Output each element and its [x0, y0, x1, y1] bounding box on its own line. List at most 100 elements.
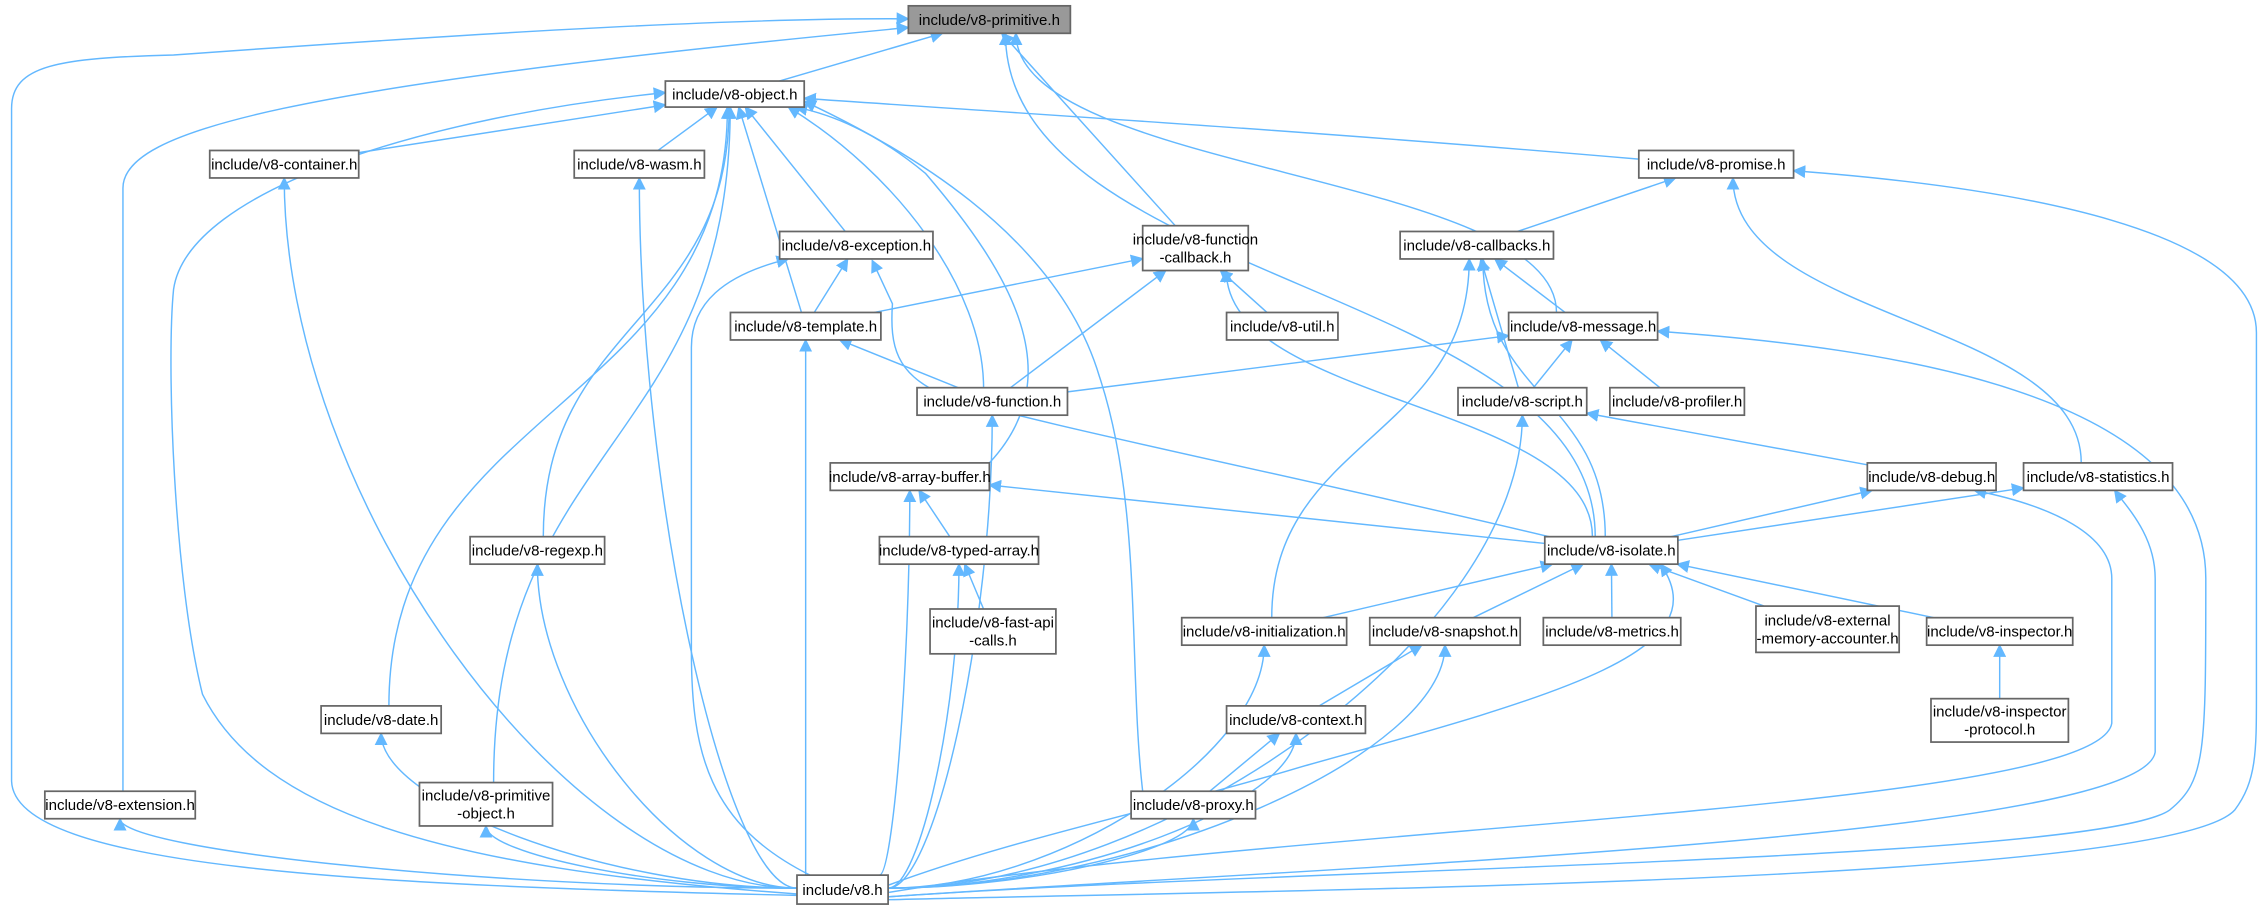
node-v8-date[interactable]: include/v8-date.h — [320, 705, 443, 735]
edge-v8-container-to-v8-object — [358, 100, 667, 154]
node-label: include/v8-function — [1133, 231, 1258, 248]
node-v8-typed-array[interactable]: include/v8-typed-array.h — [878, 535, 1040, 566]
edge-v8-debug-to-v8-script — [1585, 408, 1868, 466]
node-label: include/v8-promise.h — [1647, 156, 1786, 173]
node-box — [1180, 616, 1348, 647]
node-label: include/v8-message.h — [1510, 318, 1656, 335]
node-box — [796, 874, 889, 905]
node-box — [778, 230, 934, 260]
node-label: include/v8-context.h — [1229, 712, 1363, 729]
edge-v8-to-v8-statistics — [888, 489, 2156, 898]
edge-v8-isolate-to-v8-debug — [1670, 486, 1874, 538]
node-v8-callbacks[interactable]: include/v8-callbacks.h — [1399, 230, 1555, 260]
node-v8-isolate[interactable]: include/v8-isolate.h — [1543, 535, 1679, 566]
node-label: include/v8-fast-api — [932, 615, 1054, 632]
node-v8-primitive[interactable]: include/v8-primitive.h — [907, 4, 1072, 35]
node-v8-container[interactable]: include/v8-container.h — [208, 149, 360, 179]
edge-v8-function-to-v8-template — [838, 338, 959, 389]
edges — [10, 12, 2258, 901]
node-v8-util[interactable]: include/v8-util.h — [1225, 311, 1339, 341]
node-box — [1368, 616, 1522, 647]
node-box — [1507, 311, 1659, 341]
node-label: include/v8-proxy.h — [1133, 797, 1254, 814]
node-box — [1609, 386, 1746, 417]
node-box — [320, 705, 443, 735]
edge-v8-to-v8-extension — [113, 817, 797, 889]
node-box — [469, 535, 606, 566]
node-v8-inspector[interactable]: include/v8-inspector.h — [1925, 616, 2074, 647]
edge-v8-to-v8-container — [277, 176, 797, 889]
node-v8-debug[interactable]: include/v8-debug.h — [1866, 462, 1997, 492]
edge-v8-template-to-v8-function-callback — [874, 254, 1144, 314]
node-v8-function-callback[interactable]: include/v8-function-callback.h — [1133, 224, 1258, 272]
node-box — [1637, 149, 1795, 179]
edge-v8-typed-array-to-v8-array-buffer — [918, 489, 951, 538]
node-box — [1225, 311, 1339, 341]
node-v8[interactable]: include/v8.h — [796, 874, 889, 905]
node-v8-regexp[interactable]: include/v8-regexp.h — [469, 535, 606, 566]
node-box — [1399, 230, 1555, 260]
edge-v8-promise-to-v8-object — [802, 92, 1639, 160]
node-v8-inspector-protocol[interactable]: include/v8-inspector-protocol.h — [1930, 697, 2070, 743]
node-box — [1130, 790, 1257, 820]
node-label: include/v8-metrics.h — [1545, 624, 1679, 641]
edge-v8-initialization-to-v8-callbacks — [1271, 257, 1476, 618]
node-v8-profiler[interactable]: include/v8-profiler.h — [1609, 386, 1746, 417]
node-v8-object[interactable]: include/v8-object.h — [664, 80, 806, 108]
edge-v8-proxy-to-v8-object — [803, 100, 1144, 792]
node-v8-template[interactable]: include/v8-template.h — [729, 311, 882, 341]
edge-v8-to-v8-initialization — [888, 643, 1271, 889]
node-label: include/v8-wasm.h — [577, 156, 701, 173]
node-label: include/v8-callbacks.h — [1403, 237, 1550, 254]
node-box — [829, 462, 991, 492]
node-label: include/v8-typed-array.h — [879, 543, 1039, 560]
node-v8-proxy[interactable]: include/v8-proxy.h — [1130, 790, 1257, 820]
node-v8-promise[interactable]: include/v8-promise.h — [1637, 149, 1795, 179]
edge-v8-to-v8-debug — [887, 486, 2113, 894]
edge-v8-snapshot-to-v8-isolate — [1472, 563, 1585, 619]
edge-v8-callbacks-to-v8-promise — [1517, 175, 1677, 233]
edge-v8-object-to-v8-primitive — [779, 30, 944, 82]
node-v8-array-buffer[interactable]: include/v8-array-buffer.h — [829, 462, 991, 492]
edge-v8-initialization-to-v8-isolate — [1322, 560, 1554, 619]
node-v8-message[interactable]: include/v8-message.h — [1507, 311, 1659, 341]
edge-v8-isolate-to-v8-exception — [871, 259, 1556, 539]
node-v8-script[interactable]: include/v8-script.h — [1457, 386, 1588, 417]
node-label: include/v8-regexp.h — [472, 543, 603, 560]
node-box — [208, 149, 360, 179]
edge-v8-to-v8-context — [888, 732, 1303, 889]
node-v8-snapshot[interactable]: include/v8-snapshot.h — [1368, 616, 1522, 647]
node-v8-fast-api-calls[interactable]: include/v8-fast-api-calls.h — [929, 608, 1057, 655]
edge-v8-template-to-v8-exception — [813, 257, 849, 313]
node-label: include/v8-debug.h — [1868, 469, 1995, 486]
edge-v8-to-v8-message — [888, 325, 2207, 898]
node-box — [1542, 616, 1682, 647]
node-v8-extension[interactable]: include/v8-extension.h — [43, 790, 197, 820]
edge-v8-isolate-to-v8-array-buffer — [988, 479, 1545, 545]
nodes: include/v8-primitive.h include/v8-object.… — [43, 4, 2174, 905]
node-box — [1225, 705, 1367, 735]
edge-v8-message-to-v8-primitive — [1009, 32, 1558, 313]
node-v8-metrics[interactable]: include/v8-metrics.h — [1542, 616, 1682, 647]
edge-v8-to-v8-wasm — [632, 176, 797, 889]
node-v8-initialization[interactable]: include/v8-initialization.h — [1180, 616, 1348, 647]
node-label: include/v8.h — [802, 882, 882, 899]
edge-v8-message-to-v8-callbacks — [1493, 258, 1566, 314]
node-v8-context[interactable]: include/v8-context.h — [1225, 705, 1367, 735]
edge-v8-primitive-object-to-v8-object — [492, 105, 737, 783]
node-v8-external-memory-accounter[interactable]: include/v8-external-memory-accounter.h — [1755, 605, 1901, 654]
edge-v8-script-to-v8-message — [1532, 338, 1573, 389]
node-label: include/v8-isolate.h — [1547, 543, 1676, 560]
edge-v8-to-v8-primitive — [10, 12, 910, 897]
node-label: include/v8-util.h — [1230, 318, 1334, 335]
edge-v8-to-v8-promise — [888, 165, 2258, 901]
node-box — [916, 386, 1069, 417]
node-label: include/v8-container.h — [211, 156, 357, 173]
node-v8-exception[interactable]: include/v8-exception.h — [778, 230, 934, 260]
node-v8-function[interactable]: include/v8-function.h — [916, 386, 1069, 417]
node-v8-primitive-object[interactable]: include/v8-primitive-object.h — [418, 781, 554, 827]
node-v8-wasm[interactable]: include/v8-wasm.h — [573, 149, 706, 179]
node-v8-statistics[interactable]: include/v8-statistics.h — [2022, 462, 2174, 492]
node-label: include/v8-extension.h — [45, 797, 195, 814]
